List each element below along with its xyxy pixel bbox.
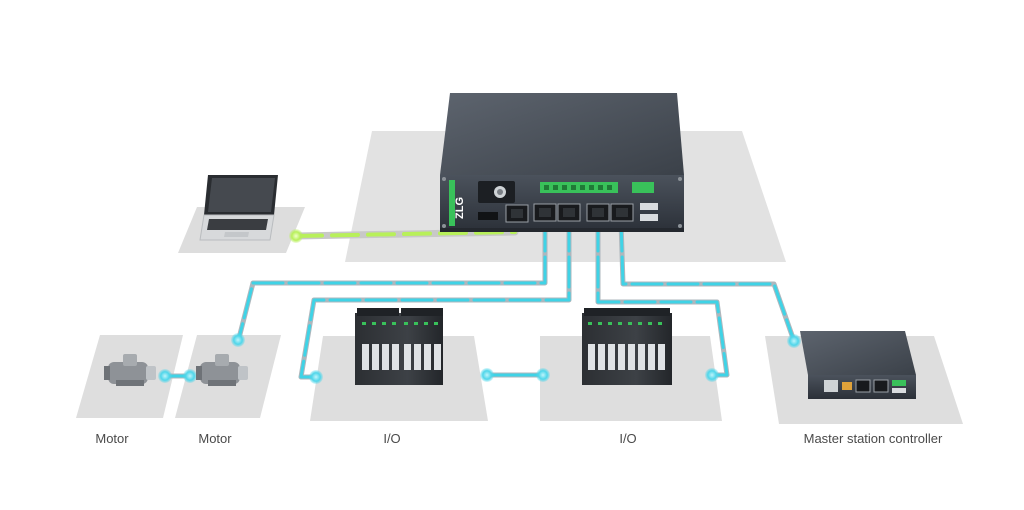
node-io-1-left <box>309 370 323 384</box>
node-motor-1-right <box>158 369 172 383</box>
io-rack-1 <box>355 308 443 385</box>
terminal-block <box>540 182 618 193</box>
node-motor-2-left <box>183 369 197 383</box>
io-rack-2 <box>582 308 672 385</box>
laptop <box>199 175 278 241</box>
node-io-2-right <box>705 368 719 382</box>
brand-logo: ZLG <box>454 197 466 219</box>
label-io-1: I/O <box>383 431 401 446</box>
motor-1 <box>104 354 156 386</box>
node-master <box>787 334 801 348</box>
usb-port-2 <box>640 214 658 221</box>
label-master-controller: Master station controller <box>803 431 943 446</box>
power-terminal <box>632 182 654 193</box>
motor-2 <box>196 354 248 386</box>
brand-strip <box>449 180 455 226</box>
gateway-top <box>440 93 684 175</box>
node-io-2-left <box>536 368 550 382</box>
lan-ports <box>533 203 634 222</box>
label-motor-2: Motor <box>198 431 232 446</box>
master-controller <box>800 331 916 399</box>
label-motor-1: Motor <box>95 431 129 446</box>
node-motor-2 <box>231 333 245 347</box>
node-laptop <box>289 229 303 243</box>
label-io-2: I/O <box>619 431 637 446</box>
node-io-1-right <box>480 368 494 382</box>
usb-port-1 <box>640 203 658 210</box>
connection-nodes <box>158 229 801 384</box>
hdmi-port <box>478 212 498 220</box>
gateway-device: ZLG <box>440 93 684 232</box>
